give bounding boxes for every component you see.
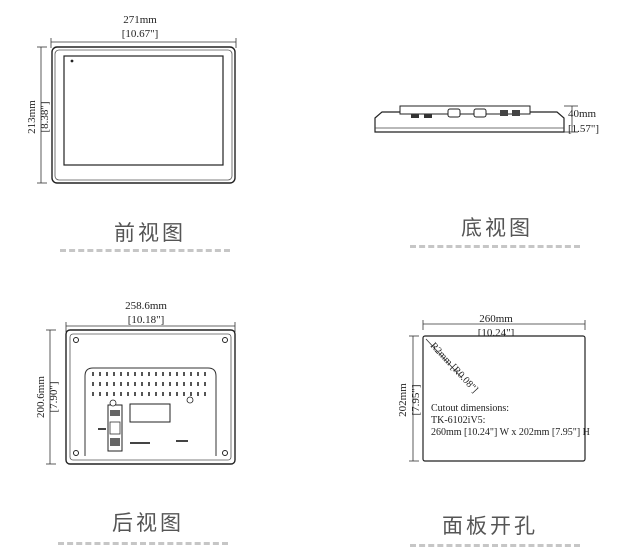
cutout-width-mm: 260mm bbox=[479, 313, 513, 325]
cutout-note-size: 260mm [10.24"] W x 202mm [7.95"] H bbox=[431, 427, 590, 438]
bottom-port-2 bbox=[473, 108, 487, 118]
front-screen bbox=[63, 55, 224, 166]
bottom-depth-mm: 40mm bbox=[568, 108, 597, 120]
front-height-mm: 213mm bbox=[26, 100, 38, 134]
rear-housing bbox=[65, 329, 236, 465]
cutout-radius-leader bbox=[425, 338, 463, 379]
cutout-note-model: TK-6102iV5: bbox=[431, 415, 485, 426]
bottom-rear-block bbox=[399, 105, 531, 115]
rear-view-caption: 后视图 bbox=[112, 511, 184, 535]
rear-width-mm: 258.6mm bbox=[125, 300, 167, 312]
rear-height-in: [7.90"] bbox=[48, 381, 60, 412]
rear-caption-divider bbox=[58, 542, 228, 545]
rear-height-mm: 200.6mm bbox=[35, 376, 47, 418]
cutout-height-in: [7.95"] bbox=[410, 384, 422, 415]
rear-width-in: [10.18"] bbox=[128, 314, 165, 326]
cutout-caption-divider bbox=[410, 544, 580, 547]
cutout-caption: 面板开孔 bbox=[442, 514, 538, 538]
front-bezel bbox=[51, 46, 236, 184]
cutout-note-title: Cutout dimensions: bbox=[431, 403, 509, 414]
front-width-in: [10.67"] bbox=[122, 28, 159, 40]
front-caption-divider bbox=[60, 249, 230, 252]
rear-label-plate bbox=[129, 403, 171, 423]
front-view-drawing: 271mm [10.67"] 213mm [8.38"] bbox=[26, 14, 237, 184]
cutout-height-mm: 202mm bbox=[397, 383, 409, 417]
rear-back-cover bbox=[84, 367, 217, 456]
front-height-in: [8.38"] bbox=[39, 101, 51, 132]
cutout-outline bbox=[422, 335, 586, 462]
front-width-mm: 271mm bbox=[123, 14, 157, 26]
bottom-view-caption: 底视图 bbox=[461, 216, 533, 240]
panel-cutout-drawing: 260mm [10.24"] 202mm [7.95"] R2mm [R0.08… bbox=[397, 313, 590, 462]
bottom-housing bbox=[374, 111, 565, 133]
rear-vent-slots bbox=[92, 372, 206, 396]
bottom-port-1 bbox=[447, 108, 461, 118]
rear-view-drawing: 258.6mm [10.18"] 200.6mm [7.90"] bbox=[35, 300, 236, 465]
front-view-caption: 前视图 bbox=[114, 221, 186, 245]
bottom-depth-in: [1.57"] bbox=[568, 123, 599, 135]
bottom-view-drawing: 40mm [1.57"] bbox=[374, 105, 599, 135]
bottom-caption-divider bbox=[410, 245, 580, 248]
front-led-dot bbox=[70, 59, 74, 63]
